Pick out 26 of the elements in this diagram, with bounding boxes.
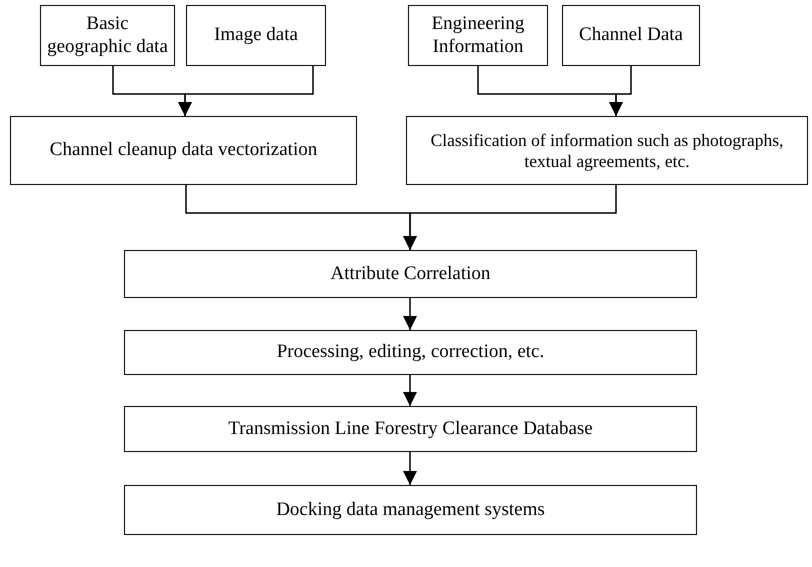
box-label: Processing, editing, correction, etc.: [276, 341, 546, 364]
process-box: [562, 5, 700, 66]
process-box: [408, 5, 548, 66]
box-label: Basic geographic data: [46, 12, 169, 58]
box-label: Docking data management systems: [275, 498, 546, 522]
arrow: [178, 66, 314, 116]
process-box: [124, 330, 697, 375]
box-label: Channel Data: [578, 24, 684, 47]
process-box: [406, 116, 808, 185]
process-box: [10, 116, 357, 185]
process-box: [124, 250, 697, 298]
process-box: [40, 5, 175, 66]
process-box: [124, 485, 697, 535]
arrow: [403, 185, 617, 250]
process-box: [124, 406, 697, 452]
process-box: [186, 5, 326, 66]
box-label: Attribute Correlation: [330, 262, 492, 286]
box-label: Classification of information such as photographs, textual agreements, etc.: [430, 130, 784, 172]
box-label: Image data: [213, 24, 299, 47]
box-label: Transmission Line Forestry Clearance Database: [227, 418, 594, 440]
arrow: [609, 66, 632, 116]
box-label: Engineering Information: [430, 12, 526, 58]
box-label: Channel cleanup data vectorization: [48, 139, 318, 162]
arrow: [403, 452, 417, 485]
arrow: [403, 375, 417, 406]
arrow: [403, 298, 417, 330]
